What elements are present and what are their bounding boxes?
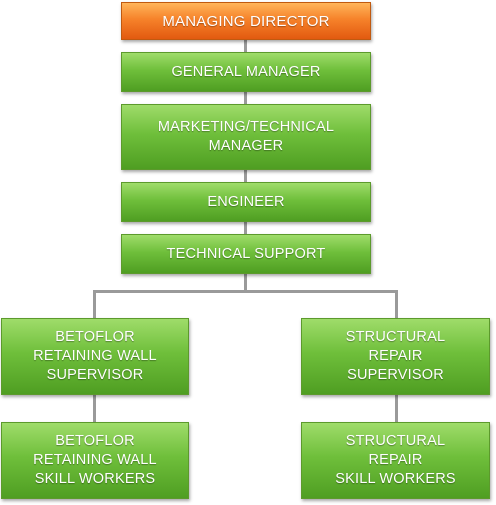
node-betoflor-supervisor-line-1: BETOFLOR <box>55 329 135 345</box>
node-managing-director: MANAGING DIRECTOR <box>121 2 371 40</box>
node-marketing-technical-manager: MARKETING/TECHNICAL MANAGER <box>121 104 371 170</box>
node-general-manager-label: GENERAL MANAGER <box>171 63 321 80</box>
node-engineer-label: ENGINEER <box>207 193 285 210</box>
node-betoflor-skill-workers-line-1: BETOFLOR <box>55 433 135 449</box>
connector-left-lower <box>93 395 96 423</box>
node-betoflor-supervisor-line-2: RETAINING WALL <box>33 348 157 364</box>
node-betoflor-skill-workers-line-2: RETAINING WALL <box>33 452 157 468</box>
node-general-manager: GENERAL MANAGER <box>121 52 371 92</box>
node-betoflor-skill-workers-line-3: SKILL WORKERS <box>34 471 156 487</box>
connector-left-drop <box>93 290 96 318</box>
node-betoflor-supervisor: BETOFLOR RETAINING WALL SUPERVISOR <box>1 318 189 395</box>
connector-horizontal <box>93 290 398 293</box>
node-marketing-technical-manager-line-2: MANAGER <box>208 138 284 154</box>
connector-right-drop <box>395 290 398 318</box>
node-structural-repair-supervisor: STRUCTURAL REPAIR SUPERVISOR <box>301 318 490 395</box>
node-marketing-technical-manager-line-1: MARKETING/TECHNICAL <box>157 119 335 135</box>
node-structural-repair-supervisor-line-2: REPAIR <box>368 348 423 364</box>
node-betoflor-skill-workers: BETOFLOR RETAINING WALL SKILL WORKERS <box>1 422 189 499</box>
node-managing-director-label: MANAGING DIRECTOR <box>162 12 330 30</box>
connector-right-lower <box>395 395 398 423</box>
node-structural-repair-skill-workers: STRUCTURAL REPAIR SKILL WORKERS <box>301 422 490 499</box>
node-structural-repair-skill-workers-line-3: SKILL WORKERS <box>335 471 456 487</box>
node-structural-repair-skill-workers-line-2: REPAIR <box>368 452 423 468</box>
node-engineer: ENGINEER <box>121 182 371 222</box>
node-structural-repair-supervisor-line-1: STRUCTURAL <box>345 329 446 345</box>
node-betoflor-supervisor-line-3: SUPERVISOR <box>46 367 144 383</box>
node-structural-repair-skill-workers-line-1: STRUCTURAL <box>345 433 446 449</box>
node-technical-support-label: TECHNICAL SUPPORT <box>166 245 326 262</box>
node-structural-repair-supervisor-line-3: SUPERVISOR <box>347 367 444 383</box>
node-technical-support: TECHNICAL SUPPORT <box>121 234 371 274</box>
